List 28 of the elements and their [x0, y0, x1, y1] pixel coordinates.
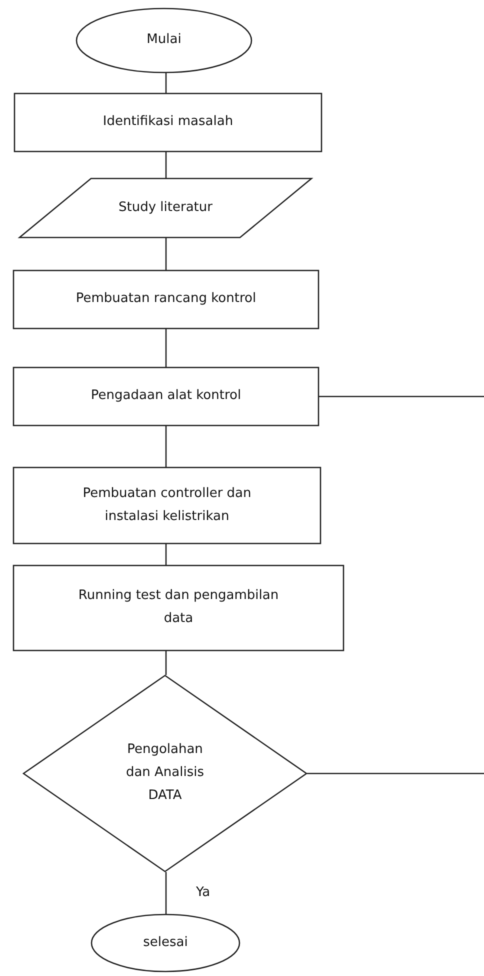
- connector-line: [165, 152, 167, 178]
- step-label: Study literatur: [118, 198, 212, 217]
- terminal-ellipse: [76, 8, 252, 73]
- process-box: [13, 367, 319, 426]
- step-label: Mulai: [146, 31, 182, 50]
- step-label: Running test dan pengambilan data: [77, 587, 280, 628]
- step-label: Pengolahan dan Analisis DATA: [124, 741, 206, 805]
- process-box: [13, 270, 319, 329]
- connector-line: [307, 772, 484, 774]
- connector-line: [165, 73, 167, 93]
- connector-line: [165, 329, 167, 367]
- step-label: Identifikasi masalah: [102, 113, 234, 132]
- connector-line: [165, 426, 167, 467]
- connector-line: [319, 396, 484, 398]
- step-label: selesai: [143, 934, 188, 952]
- decision-diamond: [23, 675, 307, 872]
- process-box: [13, 467, 321, 544]
- process-box: [13, 565, 344, 651]
- connector-line: [165, 544, 167, 565]
- terminal-ellipse: [91, 914, 240, 972]
- input-parallelogram: [19, 178, 312, 238]
- step-label: Pengadaan alat kontrol: [90, 387, 242, 406]
- step-label: Pembuatan controller dan instalasi kelistrikan: [82, 484, 252, 526]
- connector-line: [165, 238, 167, 270]
- connector-line: [165, 651, 167, 675]
- process-box: [14, 93, 322, 152]
- step-label: Pembuatan rancang kontrol: [76, 290, 256, 308]
- connector-line: [165, 872, 167, 914]
